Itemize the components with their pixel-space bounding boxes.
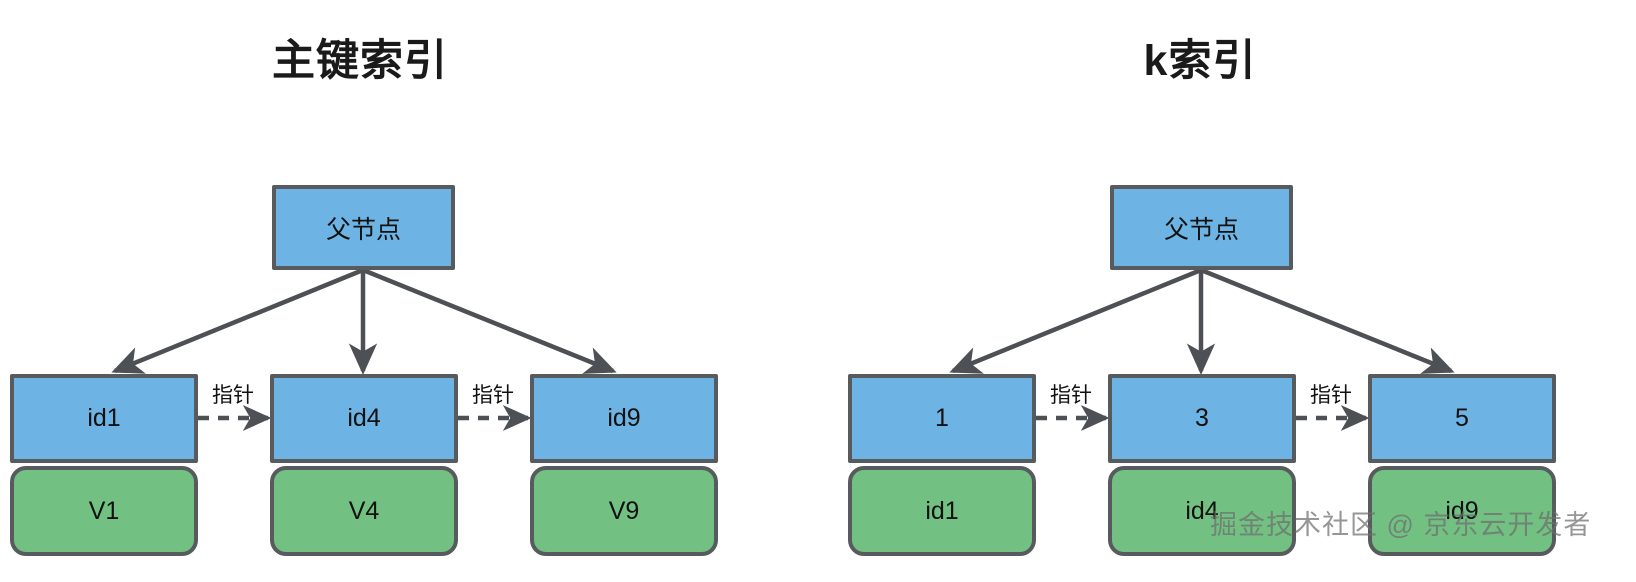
- pointer-label-2-primary-key-index: 指针: [472, 384, 514, 407]
- leaf-value-box-3-k-index: id9: [1368, 466, 1556, 556]
- leaf-value-box-3-primary-key-index: V9: [530, 466, 718, 556]
- leaf-value-box-2-primary-key-index: V4: [270, 466, 458, 556]
- edge-parent-to-leaf-3: [362, 267, 617, 374]
- leaf-key-box-3-k-index: 5: [1368, 374, 1556, 463]
- parent-node-primary-key-index: 父节点: [272, 185, 455, 270]
- panel-title-k-index: k索引: [1143, 37, 1257, 85]
- pointer-label-2-k-index: 指针: [1310, 384, 1352, 407]
- edge-parent-to-leaf-3: [1200, 267, 1455, 374]
- leaf-key-box-1-k-index: 1: [848, 374, 1036, 463]
- panel-title-primary-key-index: 主键索引: [272, 37, 448, 85]
- pointer-label-1-primary-key-index: 指针: [212, 384, 254, 407]
- leaf-key-box-2-primary-key-index: id4: [270, 374, 458, 463]
- leaf-value-box-1-k-index: id1: [848, 466, 1036, 556]
- watermark-text: 掘金技术社区 @ 京东云开发者: [1210, 510, 1592, 540]
- leaf-value-box-1-primary-key-index: V1: [10, 466, 198, 556]
- leaf-key-box-3-primary-key-index: id9: [530, 374, 718, 463]
- parent-node-k-index: 父节点: [1110, 185, 1293, 270]
- pointer-label-1-k-index: 指针: [1050, 384, 1092, 407]
- leaf-key-box-2-k-index: 3: [1108, 374, 1296, 463]
- leaf-key-box-1-primary-key-index: id1: [10, 374, 198, 463]
- leaf-value-box-2-k-index: id4: [1108, 466, 1296, 556]
- edge-parent-to-leaf-1: [949, 267, 1202, 374]
- edge-parent-to-leaf-1: [111, 267, 364, 374]
